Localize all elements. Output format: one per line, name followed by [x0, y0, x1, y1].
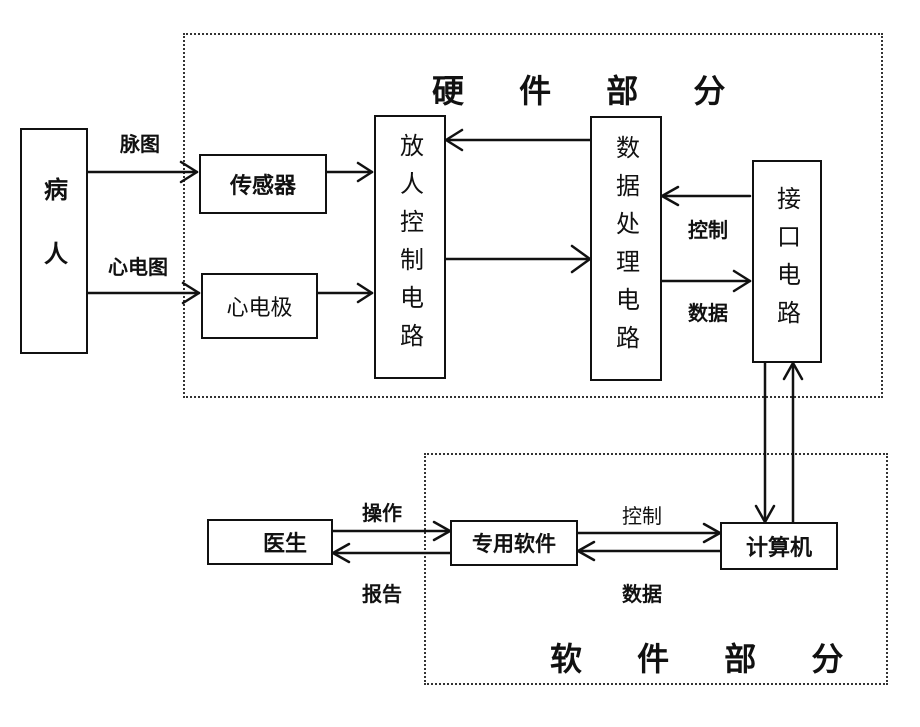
pulse-label: 脉图: [120, 132, 160, 156]
arrowhead-amp-1: [356, 161, 374, 183]
data-processing-circuit-box: 数据处理电路: [590, 116, 662, 381]
report-label: 报告: [362, 582, 402, 606]
arrowhead-processing-control: [660, 185, 680, 207]
arrowhead-sensor: [179, 160, 199, 184]
sw-control-label: 控制: [622, 504, 662, 528]
arrowhead-electrode: [181, 281, 201, 305]
software-region: [424, 453, 888, 685]
arrowhead-amp-feedback: [444, 128, 464, 152]
software-box: 专用软件: [450, 520, 578, 566]
hw-control-label: 控制: [688, 218, 728, 242]
arrowhead-software-data: [576, 540, 596, 562]
ecg-label: 心电图: [108, 255, 168, 279]
hardware-title: 硬 件 部 分: [432, 72, 748, 110]
arrowhead-interface-data: [732, 269, 752, 293]
operate-label: 操作: [362, 501, 402, 525]
doctor-box: 医生: [207, 519, 333, 565]
hw-data-label: 数据: [688, 301, 728, 325]
sensor-box: 传感器: [199, 154, 327, 214]
ecg-electrode-box: 心电极: [201, 273, 318, 339]
arrowhead-amp-2: [356, 282, 374, 304]
patient-box: 病人: [20, 128, 88, 354]
hardware-region: [183, 33, 883, 398]
amp-control-circuit-box: 放人控制电路: [374, 115, 446, 379]
computer-box: 计算机: [720, 522, 838, 570]
arrowhead-doctor-report: [331, 542, 351, 564]
interface-circuit-box: 接口电路: [752, 160, 822, 363]
software-title: 软 件 部 分: [550, 640, 866, 678]
arrowhead-interface: [782, 361, 804, 381]
sw-data-label: 数据: [622, 582, 662, 606]
